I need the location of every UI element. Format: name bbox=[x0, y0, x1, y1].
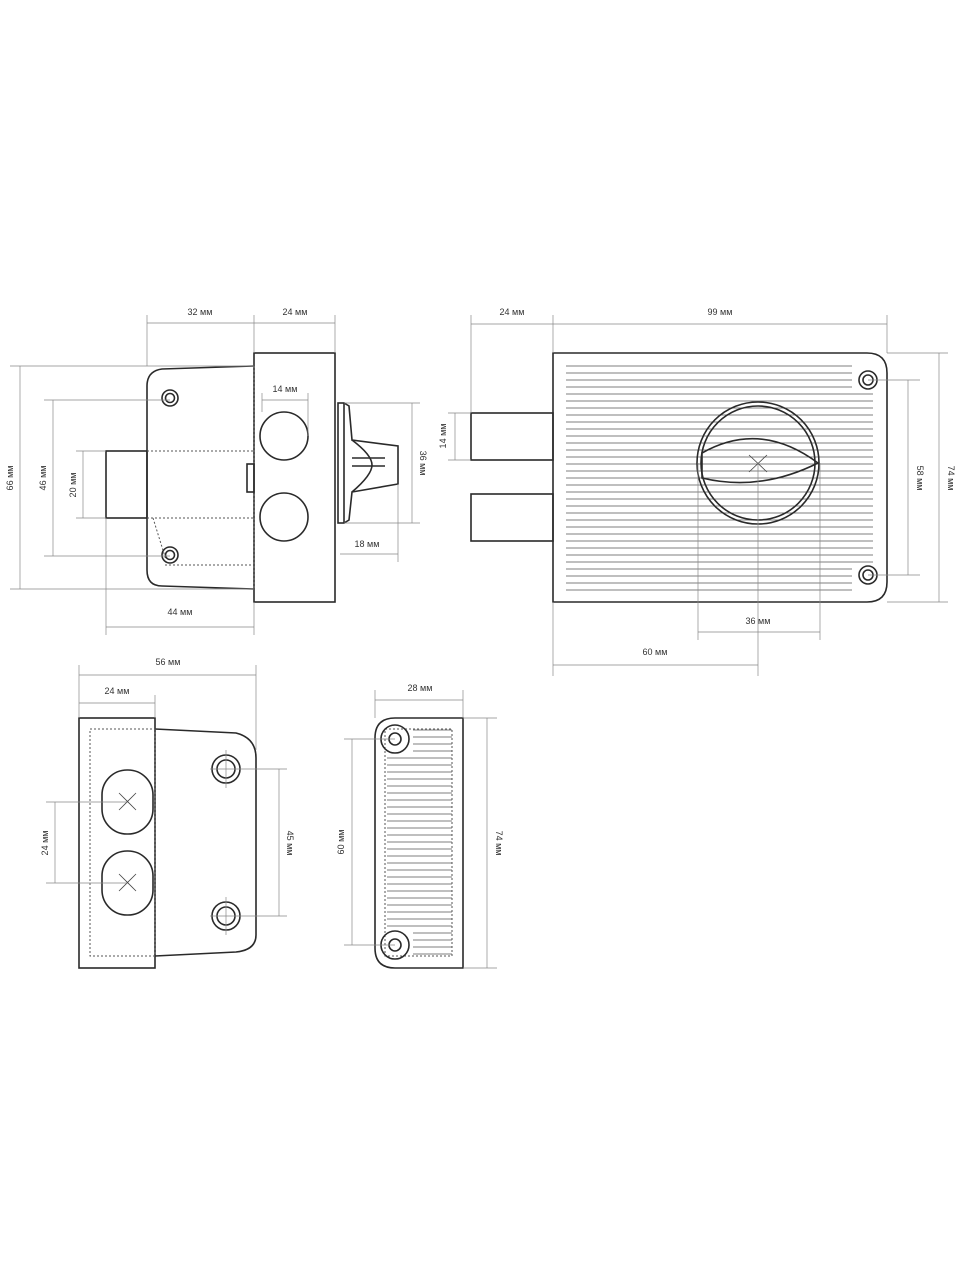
knob-side bbox=[337, 402, 399, 524]
dim-label: 24 мм bbox=[40, 831, 50, 856]
keeper-plate bbox=[154, 728, 257, 957]
ribbing-lines bbox=[566, 365, 873, 591]
dim-label: 46 мм bbox=[38, 466, 48, 491]
lock-body-plate bbox=[146, 365, 255, 590]
dim-label: 74 мм bbox=[494, 831, 504, 856]
dim-label: 66 мм bbox=[5, 466, 15, 491]
dim-label: 99 мм bbox=[708, 307, 733, 317]
ribbing-lines bbox=[387, 729, 452, 955]
mounting-hole bbox=[259, 411, 309, 461]
front-view: 24 мм 99 мм 14 мм 58 мм 74 мм 36 мм 60 м… bbox=[438, 307, 956, 676]
dim-label: 36 мм bbox=[418, 451, 428, 476]
bolt bbox=[470, 412, 554, 461]
dim-label: 28 мм bbox=[408, 683, 433, 693]
dim-label: 24 мм bbox=[283, 307, 308, 317]
keeper-box bbox=[78, 717, 156, 969]
dim-label: 74 мм bbox=[946, 466, 956, 491]
latch-slot bbox=[246, 463, 255, 493]
side-view: 32 мм 24 мм 66 мм 46 мм 20 мм 14 мм 36 м… bbox=[5, 307, 428, 635]
dim-label: 24 мм bbox=[105, 686, 130, 696]
plate-view: 28 мм 60 мм 74 мм bbox=[336, 683, 504, 969]
dim-label: 60 мм bbox=[643, 647, 668, 657]
screw-hole-icon bbox=[161, 546, 179, 564]
dim-label: 56 мм bbox=[156, 657, 181, 667]
dim-label: 14 мм bbox=[273, 384, 298, 394]
dim-label: 36 мм bbox=[746, 616, 771, 626]
dim-label: 18 мм bbox=[355, 539, 380, 549]
dim-label: 44 мм bbox=[168, 607, 193, 617]
dim-label: 20 мм bbox=[68, 473, 78, 498]
bolt bbox=[470, 493, 554, 542]
dim-label: 24 мм bbox=[500, 307, 525, 317]
mounting-hole bbox=[259, 492, 309, 542]
keeper-view: 56 мм 24 мм 24 мм 45 мм bbox=[40, 657, 295, 969]
dim-label: 58 мм bbox=[915, 466, 925, 491]
bolt bbox=[105, 450, 148, 519]
screw-hole-icon bbox=[161, 389, 179, 407]
lock-faceplate bbox=[552, 352, 888, 603]
dim-label: 14 мм bbox=[438, 424, 448, 449]
dim-label: 32 мм bbox=[188, 307, 213, 317]
dim-label: 60 мм bbox=[336, 830, 346, 855]
dim-label: 45 мм bbox=[285, 831, 295, 856]
strike-plate bbox=[374, 717, 464, 969]
